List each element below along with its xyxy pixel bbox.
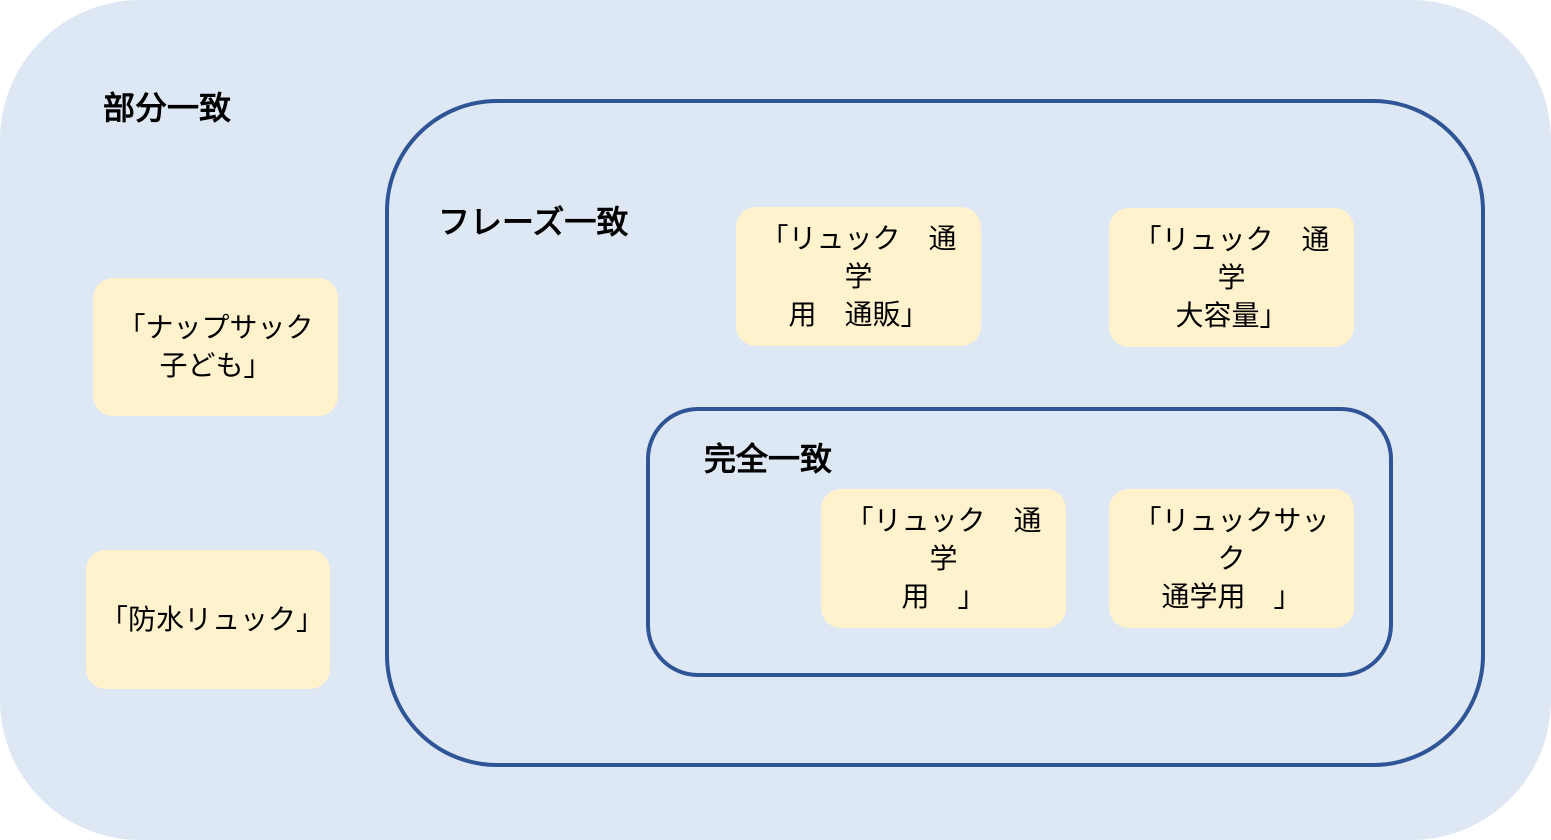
exact-match-region <box>646 407 1393 677</box>
phrase-match-region <box>385 99 1485 767</box>
keyword-box-school-use: 「リュック 通学 用 」 <box>821 489 1066 628</box>
keyword-box-school-large-capacity: 「リュック 通学 大容量」 <box>1109 208 1354 347</box>
partial-match-heading: 部分一致 <box>103 89 232 127</box>
keyword-box-rucksack-school-use: 「リュックサック 通学用 」 <box>1109 489 1354 628</box>
keyword-box-napsack-kids: 「ナップサック 子ども」 <box>93 278 338 416</box>
keyword-box-school-mailorder: 「リュック 通学 用 通販」 <box>736 207 981 346</box>
keyword-box-waterproof-backpack: 「防水リュック」 <box>86 550 330 689</box>
exact-match-heading: 完全一致 <box>704 440 833 478</box>
phrase-match-heading: フレーズ一致 <box>438 203 629 241</box>
